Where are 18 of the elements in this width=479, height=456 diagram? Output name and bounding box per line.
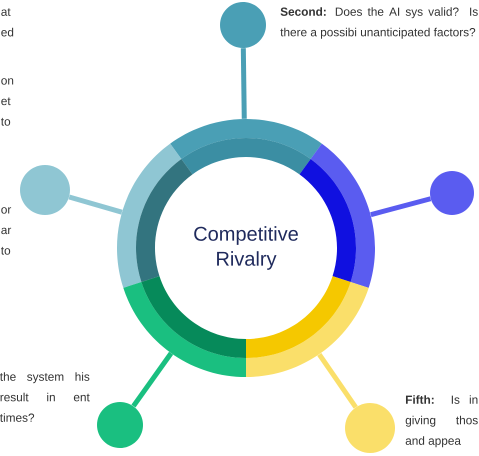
circle-marker: [220, 2, 266, 48]
connector-line: [240, 48, 247, 119]
circle-marker: [345, 403, 395, 453]
circle-marker: [97, 402, 143, 448]
connector-line: [370, 196, 432, 218]
node-label: Competitive Rivalry: [194, 226, 298, 270]
circle-marker: [430, 171, 474, 215]
description-text: Second: Does the AI sys valid? Is there a possibi unanticipated factors?: [280, 7, 478, 39]
text-fragment: on et to: [0, 78, 14, 126]
description-text: the system his result in ent times?: [0, 372, 90, 422]
text-fragment: at ed: [1, 8, 14, 36]
connector-line: [131, 352, 174, 408]
ring: Competitive Rivalry: [117, 119, 376, 377]
connector-line: [317, 352, 358, 409]
connector-line: [68, 194, 123, 215]
circle-marker: [20, 165, 70, 215]
description-text: Fifth: Is in giving thos and appea: [406, 395, 478, 448]
text-fragment: or ar to: [0, 207, 12, 255]
